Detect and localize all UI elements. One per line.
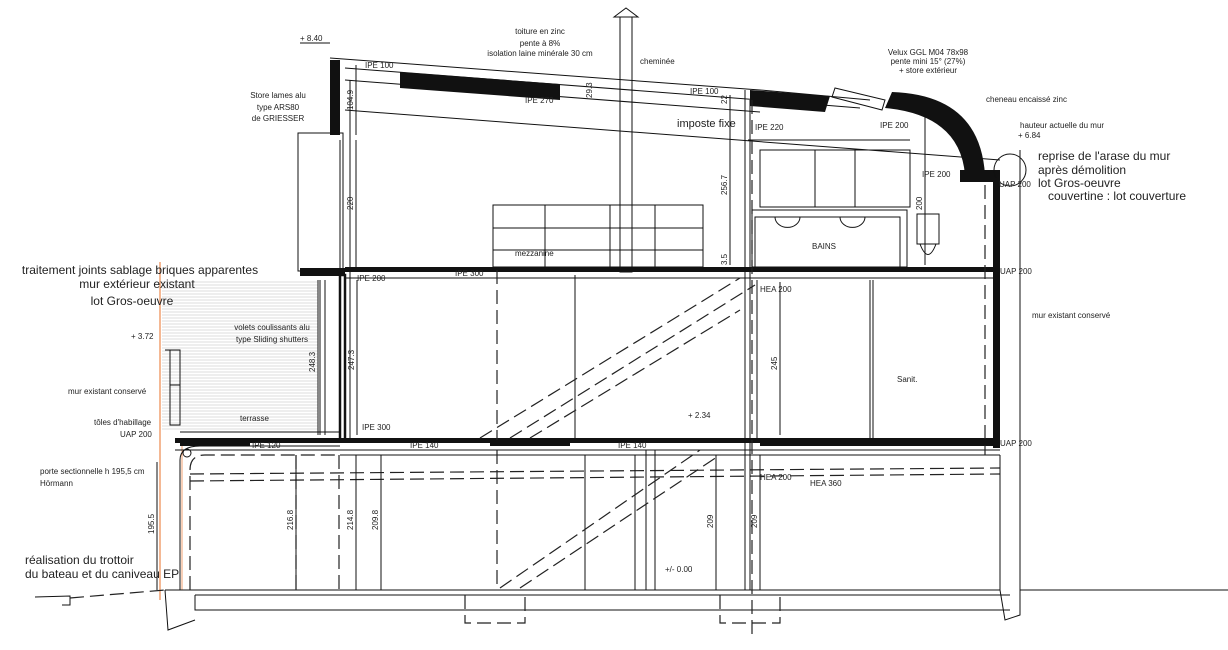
garage-door-2: Hörmann: [40, 479, 73, 488]
roof: [329, 57, 1027, 187]
store-note-2: type ARS80: [257, 103, 300, 112]
wall-note-1: reprise de l'arase du mur: [1038, 149, 1170, 163]
dim-29-3: 29.3: [585, 82, 594, 98]
facade-note-3: lot Gros-oeuvre: [91, 294, 174, 308]
beam-ipe300-mez: IPE 300: [455, 269, 484, 278]
existing-wall-right: mur existant conservé: [1032, 311, 1111, 320]
dim-256-7: 256.7: [720, 174, 729, 195]
beam-uap200-low: UAP 200: [1000, 439, 1032, 448]
beam-ipe270: IPE 270: [525, 96, 554, 105]
beam-hea200a: HEA 200: [760, 285, 792, 294]
mezzanine-slab: [345, 267, 1000, 272]
right-wall: [993, 178, 1000, 448]
wall-upper: [330, 60, 340, 135]
dim-245: 245: [770, 356, 779, 370]
imposte-label: imposte fixe: [677, 118, 736, 130]
velux-note-3: + store extérieur: [899, 66, 957, 75]
dim-220: 220: [346, 196, 355, 210]
shutters-note-2: type Sliding shutters: [236, 335, 308, 344]
level-first: + 2.34: [688, 411, 711, 420]
chimney-label: cheminée: [640, 57, 675, 66]
facade-note-2: mur extérieur existant: [79, 277, 195, 291]
dim-195-5: 195.5: [147, 513, 156, 534]
first-floor-slab: [175, 438, 1000, 443]
dim-214-8: 214.8: [346, 509, 355, 530]
terrasse-label: terrasse: [240, 414, 269, 423]
terrace-elevation: + 3.72: [131, 332, 154, 341]
dim-216-8: 216.8: [286, 509, 295, 530]
sidewalk-note-1: réalisation du trottoir: [25, 553, 134, 567]
level-ground: +/- 0.00: [665, 565, 693, 574]
shutters-note-1: volets coulissants alu: [234, 323, 310, 332]
beam-ipe220: IPE 220: [755, 123, 784, 132]
sidewalk-note-2: du bateau et du caniveau EP: [25, 567, 179, 581]
beam-ipe200b: IPE 200: [922, 170, 951, 179]
elevation-top: + 8.40: [300, 34, 323, 43]
toles-label: tôles d'habillage: [94, 418, 152, 427]
velux-note-2: pente mini 15° (27%): [891, 57, 966, 66]
dim-209-b: 209: [750, 514, 759, 528]
garage-door-1: porte sectionnelle h 195,5 cm: [40, 467, 145, 476]
roof-note-2: pente à 8%: [520, 39, 560, 48]
bathroom-fixtures: [748, 139, 940, 268]
beam-ipe140b: IPE 140: [618, 441, 647, 450]
store-box: [297, 132, 344, 272]
beam-ipe200-roof: IPE 200: [880, 121, 909, 130]
curved-gutter-roof: [885, 92, 985, 175]
dim-247-3: 247.3: [347, 349, 356, 370]
dim-248-3: 248.3: [308, 351, 317, 372]
room-bains: BAINS: [812, 242, 836, 251]
chimney: [612, 7, 640, 273]
velux-note-1: Velux GGL M04 78x98: [888, 48, 969, 57]
dim-200: 200: [915, 196, 924, 210]
terrace-hatch: [162, 281, 318, 430]
mezzanine-railing: [492, 204, 704, 268]
door: [584, 454, 636, 591]
beam-hea360: HEA 360: [810, 479, 842, 488]
wall-height-label: hauteur actuelle du mur: [1020, 121, 1104, 130]
store-note-3: de GRIESSER: [252, 114, 305, 123]
room-mezzanine: mezzanine: [515, 249, 554, 258]
room-sanit: Sanit.: [897, 375, 917, 384]
facade-note-1: traitement joints sablage briques appare…: [22, 263, 258, 277]
store-note-1: Store lames alu: [250, 91, 306, 100]
wall-note-4: couvertine : lot couverture: [1048, 189, 1186, 203]
wall-note-3: lot Gros-oeuvre: [1038, 176, 1121, 190]
dim-3-5: 3.5: [720, 253, 729, 265]
beam-hea200b: HEA 200: [760, 473, 792, 482]
roof-note-1: toiture en zinc: [515, 27, 565, 36]
beam-uap200-top: UAP 200: [999, 180, 1031, 189]
beam-ipe100b: IPE 100: [690, 87, 719, 96]
wall-note-2: après démolition: [1038, 163, 1126, 177]
beam-ipe120: IPE 120: [252, 441, 281, 450]
dim-104-9: 104.9: [346, 89, 355, 110]
velux-window: [831, 87, 886, 111]
shutter-wall: [338, 273, 347, 442]
detail-circle: [993, 153, 1027, 187]
beam-ipe140a: IPE 140: [410, 441, 439, 450]
wall-height-value: + 6.84: [1018, 131, 1041, 140]
dim-209-a: 209: [706, 514, 715, 528]
gutter-label: cheneau encaissé zinc: [986, 95, 1067, 104]
beam-ipe300-terrace: IPE 300: [362, 423, 391, 432]
dimension-lines: [156, 65, 926, 590]
beam-ipe100a: IPE 100: [365, 61, 394, 70]
beam-uap200-mid: UAP 200: [1000, 267, 1032, 276]
beam-ipe200-left: IPE 200: [357, 274, 386, 283]
beam-uap200-left: UAP 200: [120, 430, 152, 439]
existing-wall-left: mur existant conservé: [68, 387, 147, 396]
dim-209-8: 209.8: [371, 509, 380, 530]
stairs: [479, 277, 756, 589]
roof-note-3: isolation laine minérale 30 cm: [487, 49, 593, 58]
dim-22: 22: [720, 95, 729, 104]
